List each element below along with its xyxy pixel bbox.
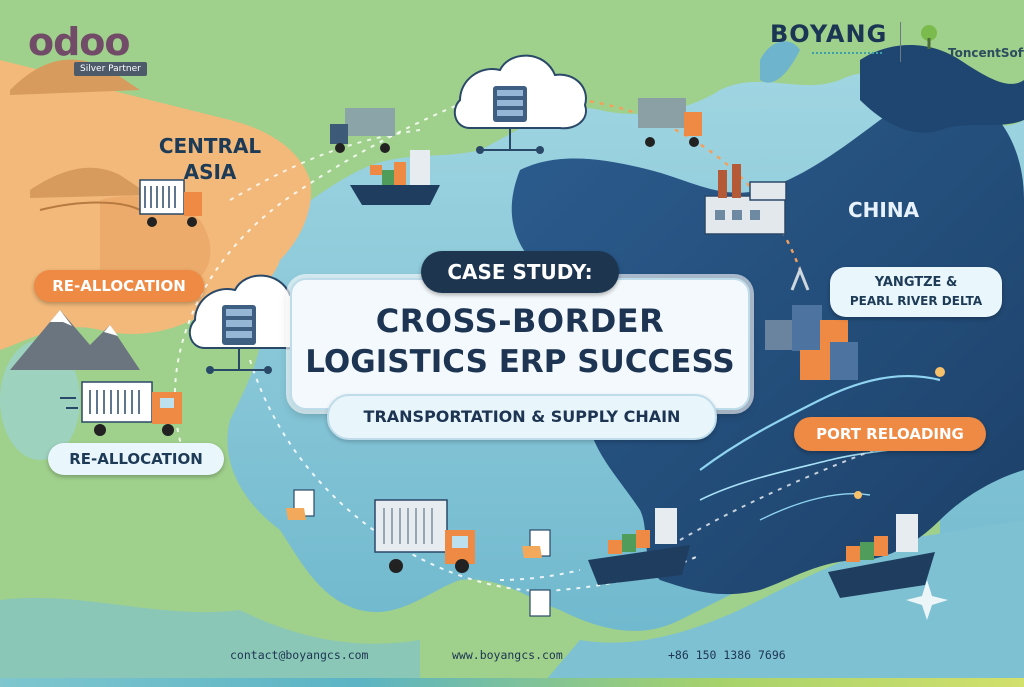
truck-icon	[139, 179, 202, 227]
yangtze-line1: YANGTZE &	[874, 275, 958, 290]
phone-number[interactable]: +86 150 1386 7696	[668, 648, 786, 662]
odoo-partner-badge: Silver Partner	[74, 62, 147, 76]
title-card	[290, 278, 750, 410]
truck-icon	[638, 98, 702, 147]
sparkle-icon	[906, 580, 948, 620]
cargo-ship-icon	[588, 508, 690, 585]
title-line-1: CROSS-BORDER	[375, 302, 665, 340]
document-icon	[529, 589, 551, 617]
region-china: CHINA	[848, 198, 920, 222]
yangtze-line2: PEARL RIVER DELTA	[849, 294, 983, 308]
document-icon	[522, 529, 551, 558]
cargo-ship-icon	[350, 150, 440, 205]
contact-email[interactable]: contact@boyangcs.com	[230, 648, 369, 662]
reallocation-label-bottom: RE-ALLOCATION	[48, 443, 224, 475]
cloud-server-icon	[453, 54, 587, 154]
boyang-tagline-decoration	[812, 52, 882, 62]
truck-icon	[330, 108, 395, 153]
cloud-server-icon	[188, 274, 313, 374]
truck-icon	[374, 499, 475, 573]
boyang-logo: BOYANG	[770, 20, 888, 48]
odoo-logo: odoo	[28, 20, 131, 64]
yangtze-delta-label: YANGTZE & PEARL RIVER DELTA	[830, 267, 1002, 317]
subtitle-pill: TRANSPORTATION & SUPPLY CHAIN	[327, 394, 717, 440]
desert-dunes-icon	[10, 59, 140, 95]
factory-icon	[704, 164, 787, 235]
container-port-icon	[765, 265, 858, 380]
region-central-asia: CENTRAL ASIA	[158, 134, 262, 184]
footer-gradient-bar	[0, 678, 1024, 687]
toncentsoft-logo: ToncentSoft	[948, 46, 1024, 60]
tree-icon	[921, 25, 937, 49]
website-link[interactable]: www.boyangcs.com	[452, 648, 563, 662]
mountain-icon	[10, 310, 140, 370]
brand-divider	[900, 22, 901, 62]
document-icon	[286, 489, 315, 520]
reallocation-label-top: RE-ALLOCATION	[34, 270, 204, 302]
truck-icon	[60, 381, 182, 436]
title-line-2: LOGISTICS ERP SUCCESS	[305, 344, 735, 380]
cargo-ship-icon	[828, 514, 935, 598]
case-study-badge: CASE STUDY:	[421, 251, 619, 293]
port-reloading-label: PORT RELOADING	[794, 417, 986, 451]
